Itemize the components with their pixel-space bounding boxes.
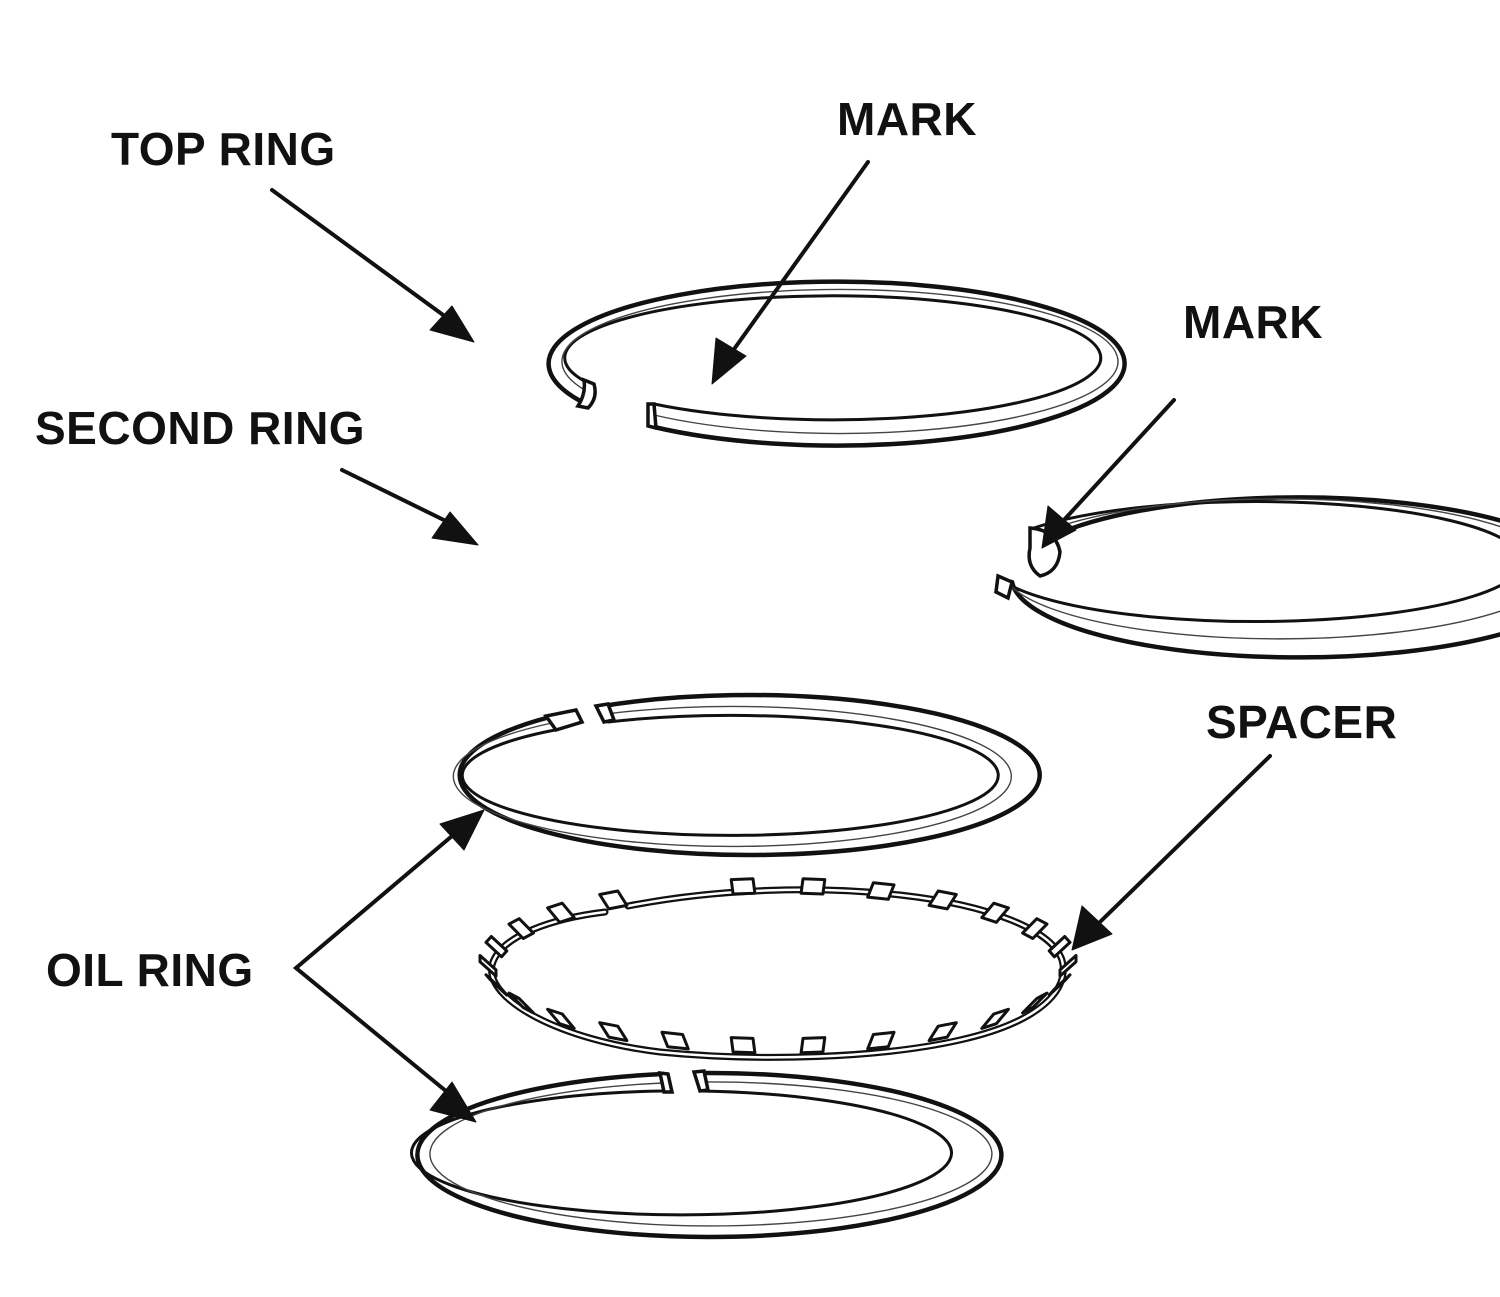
spacer-expander <box>478 877 1078 1061</box>
spacer-tooth <box>507 917 535 940</box>
spacer-tooth <box>1021 917 1049 940</box>
spacer-tooth <box>729 1036 757 1055</box>
label-oil-ring: OIL RING <box>46 944 254 996</box>
spacer-teeth <box>478 877 1078 1055</box>
leader-spacer <box>1071 754 1272 951</box>
label-second-ring: SECOND RING <box>35 402 365 454</box>
spacer-tooth <box>927 889 958 911</box>
spacer-tooth <box>546 1007 576 1030</box>
spacer-tooth <box>484 935 509 959</box>
spacer-tooth <box>546 901 576 924</box>
spacer-tooth <box>799 877 827 896</box>
spacer-tooth <box>660 1030 690 1051</box>
spacer-tooth <box>484 973 509 997</box>
label-spacer: SPACER <box>1206 696 1397 748</box>
spacer-tooth <box>927 1021 958 1043</box>
spacer-tooth <box>1047 935 1072 959</box>
leader-mark-top <box>711 160 870 385</box>
leader-oil-ring <box>292 809 485 1123</box>
spacer-tooth <box>1058 954 1078 978</box>
leader-top-ring <box>270 188 475 343</box>
spacer-tooth <box>866 881 896 901</box>
label-top-ring: TOP RING <box>111 123 336 175</box>
oil-ring-upper-rail <box>452 692 1042 858</box>
leader-mark-second <box>1041 398 1176 549</box>
spacer-tooth <box>598 1021 629 1043</box>
spacer-tooth <box>980 901 1010 924</box>
spacer-tooth <box>1021 991 1049 1015</box>
leader-second-ring <box>340 468 479 546</box>
spacer-tooth <box>598 889 629 911</box>
top-ring <box>546 279 1127 448</box>
spacer-tooth <box>799 1036 827 1055</box>
spacer-tooth <box>507 991 535 1015</box>
label-mark-second: MARK <box>1183 296 1323 348</box>
spacer-tooth <box>980 1007 1010 1030</box>
spacer-tooth <box>866 1030 896 1051</box>
spacer-tooth <box>729 877 757 896</box>
second-ring <box>994 495 1500 660</box>
oil-ring-lower-rail <box>410 1069 1004 1240</box>
spacer-tooth <box>478 954 498 978</box>
label-mark-top: MARK <box>837 93 977 145</box>
spacer-tooth <box>1047 973 1072 997</box>
